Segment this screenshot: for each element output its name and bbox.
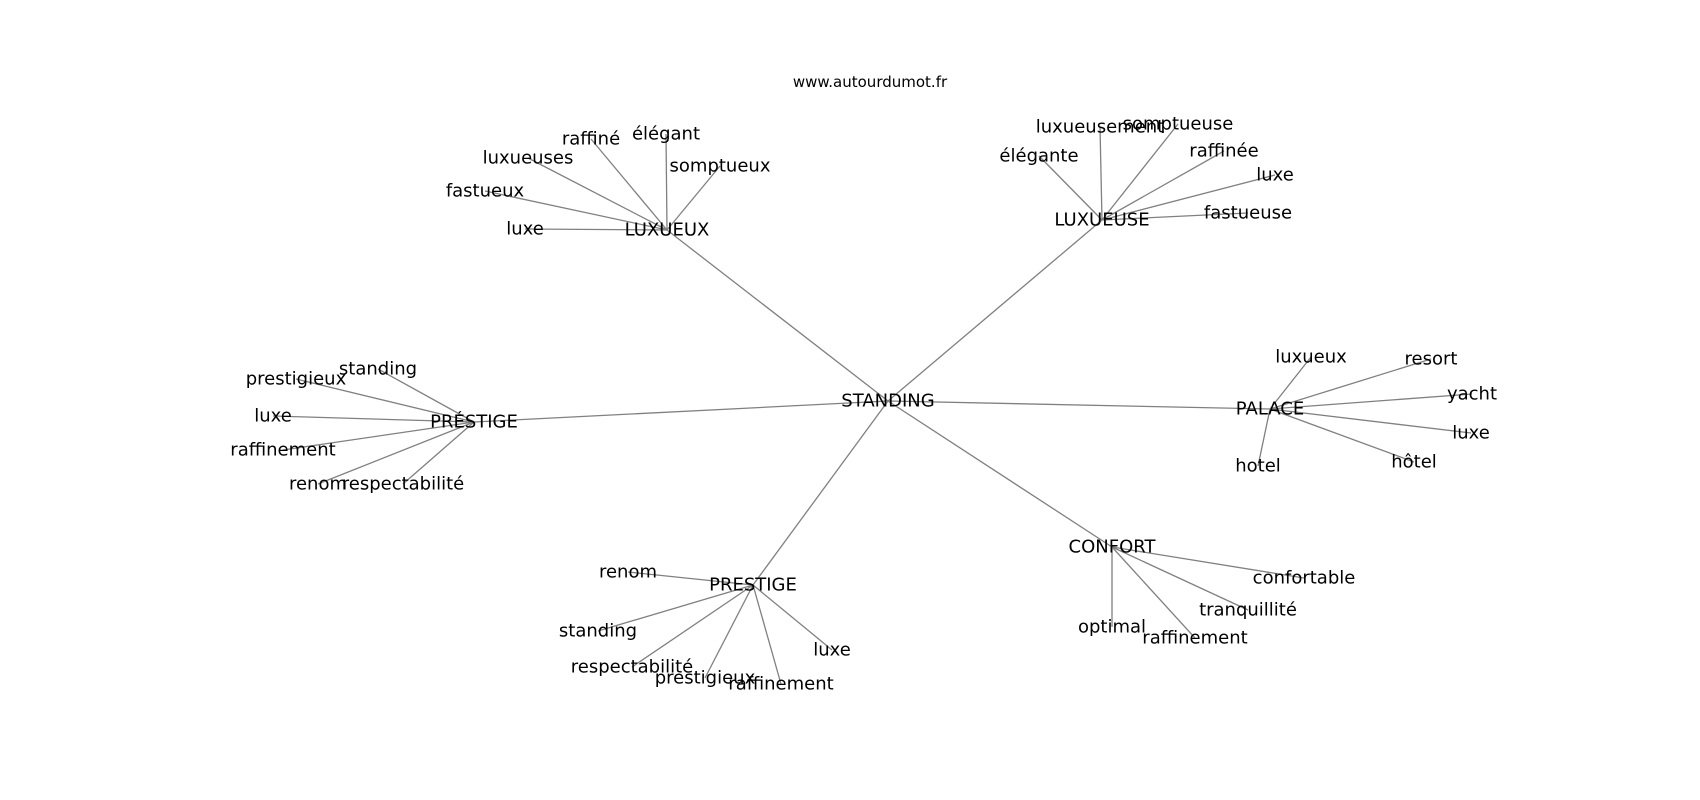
edge-hub-leaf: [527, 157, 668, 231]
hub-node: LUXUEUSE: [1054, 210, 1149, 231]
edge-hub-leaf: [1101, 174, 1276, 221]
leaf-node: prestigieux: [246, 369, 347, 390]
edge-hub-leaf: [1111, 546, 1249, 611]
edge-root-hub: [887, 400, 1271, 410]
edge-hub-leaf: [665, 133, 668, 231]
edge-hub-leaf: [590, 138, 668, 231]
edge-hub-leaf: [295, 378, 475, 423]
edge-hub-leaf: [1101, 150, 1225, 221]
edge-hub-leaf: [484, 190, 668, 231]
edge-hub-leaf: [1111, 546, 1305, 579]
edge-hub-leaf: [1269, 408, 1472, 434]
leaf-node: luxe: [1452, 423, 1490, 444]
edge-hub-leaf: [631, 584, 754, 668]
leaf-node: standing: [339, 359, 417, 380]
leaf-node: luxe: [506, 219, 544, 240]
leaf-node: luxueusement: [1036, 117, 1164, 138]
leaf-node: luxueux: [1275, 347, 1347, 368]
leaf-node: optimal: [1078, 617, 1146, 638]
leaf-node: hôtel: [1391, 452, 1437, 473]
edge-root-hub: [473, 400, 889, 423]
leaf-node: luxe: [1256, 165, 1294, 186]
edge-hub-leaf: [402, 421, 475, 485]
leaf-node: respectabilité: [571, 657, 694, 678]
leaf-node: confortable: [1253, 568, 1356, 589]
edge-hub-leaf: [1269, 393, 1473, 410]
leaf-node: hotel: [1235, 456, 1281, 477]
edge-hub-leaf: [1099, 126, 1103, 221]
edge-hub-leaf: [1111, 546, 1196, 639]
leaf-node: standing: [559, 621, 637, 642]
leaf-node: luxe: [813, 640, 851, 661]
leaf-node: somptueux: [670, 156, 771, 177]
edge-hub-leaf: [752, 584, 833, 651]
leaf-node: yacht: [1447, 384, 1497, 405]
edge-root-hub: [666, 229, 889, 402]
leaf-node: luxueuses: [483, 148, 574, 169]
leaf-node: prestigieux: [655, 668, 756, 689]
leaf-node: somptueuse: [1123, 114, 1234, 135]
leaf-node: fastueuse: [1204, 203, 1292, 224]
edge-hub-leaf: [317, 421, 475, 485]
leaf-node: renom: [599, 562, 657, 583]
edge-root-hub: [887, 219, 1103, 402]
edges: [272, 123, 1473, 685]
edge-hub-leaf: [1101, 123, 1179, 221]
edge-hub-leaf: [666, 165, 721, 231]
hub-node: PRÉSTIGE: [430, 411, 518, 433]
edge-hub-leaf: [752, 584, 782, 685]
edge-hub-leaf: [1269, 358, 1432, 410]
hub-node: PRESTIGE: [709, 575, 797, 596]
labels: STANDINGLUXUEUXluxefastueuxluxueusesraff…: [230, 114, 1497, 695]
leaf-node: raffiné: [562, 129, 620, 150]
edge-hub-leaf: [377, 368, 475, 423]
leaf-node: tranquillité: [1199, 600, 1297, 621]
edge-hub-leaf: [627, 571, 754, 586]
edge-hub-leaf: [597, 584, 754, 632]
edge-hub-leaf: [1257, 408, 1271, 467]
leaf-node: luxe: [254, 406, 292, 427]
leaf-node: raffinement: [1142, 628, 1247, 649]
edge-hub-leaf: [1101, 212, 1249, 221]
leaf-node: raffinement: [230, 440, 335, 461]
edge-hub-leaf: [1269, 356, 1312, 410]
hub-node: CONFORT: [1069, 537, 1157, 558]
leaf-node: respectabilité: [342, 474, 465, 495]
edge-hub-leaf: [1038, 155, 1103, 221]
watermark: www.autourdumot.fr: [793, 73, 948, 91]
edge-hub-leaf: [704, 584, 754, 679]
edge-hub-leaf: [282, 421, 475, 451]
leaf-node: élégante: [999, 146, 1078, 167]
edge-hub-leaf: [1269, 408, 1415, 463]
edge-hub-leaf: [524, 228, 668, 231]
leaf-node: raffinement: [728, 674, 833, 695]
root-node: STANDING: [841, 391, 934, 412]
edge-root-hub: [887, 400, 1113, 548]
edge-root-hub: [752, 400, 889, 586]
leaf-node: fastueux: [446, 181, 525, 202]
hub-node: LUXUEUX: [625, 220, 710, 241]
leaf-node: renom: [289, 474, 347, 495]
leaf-node: raffinée: [1189, 141, 1258, 162]
leaf-node: élégant: [632, 124, 700, 145]
leaf-node: resort: [1405, 349, 1458, 370]
hub-node: PALACE: [1236, 399, 1304, 420]
edge-hub-leaf: [272, 415, 475, 423]
